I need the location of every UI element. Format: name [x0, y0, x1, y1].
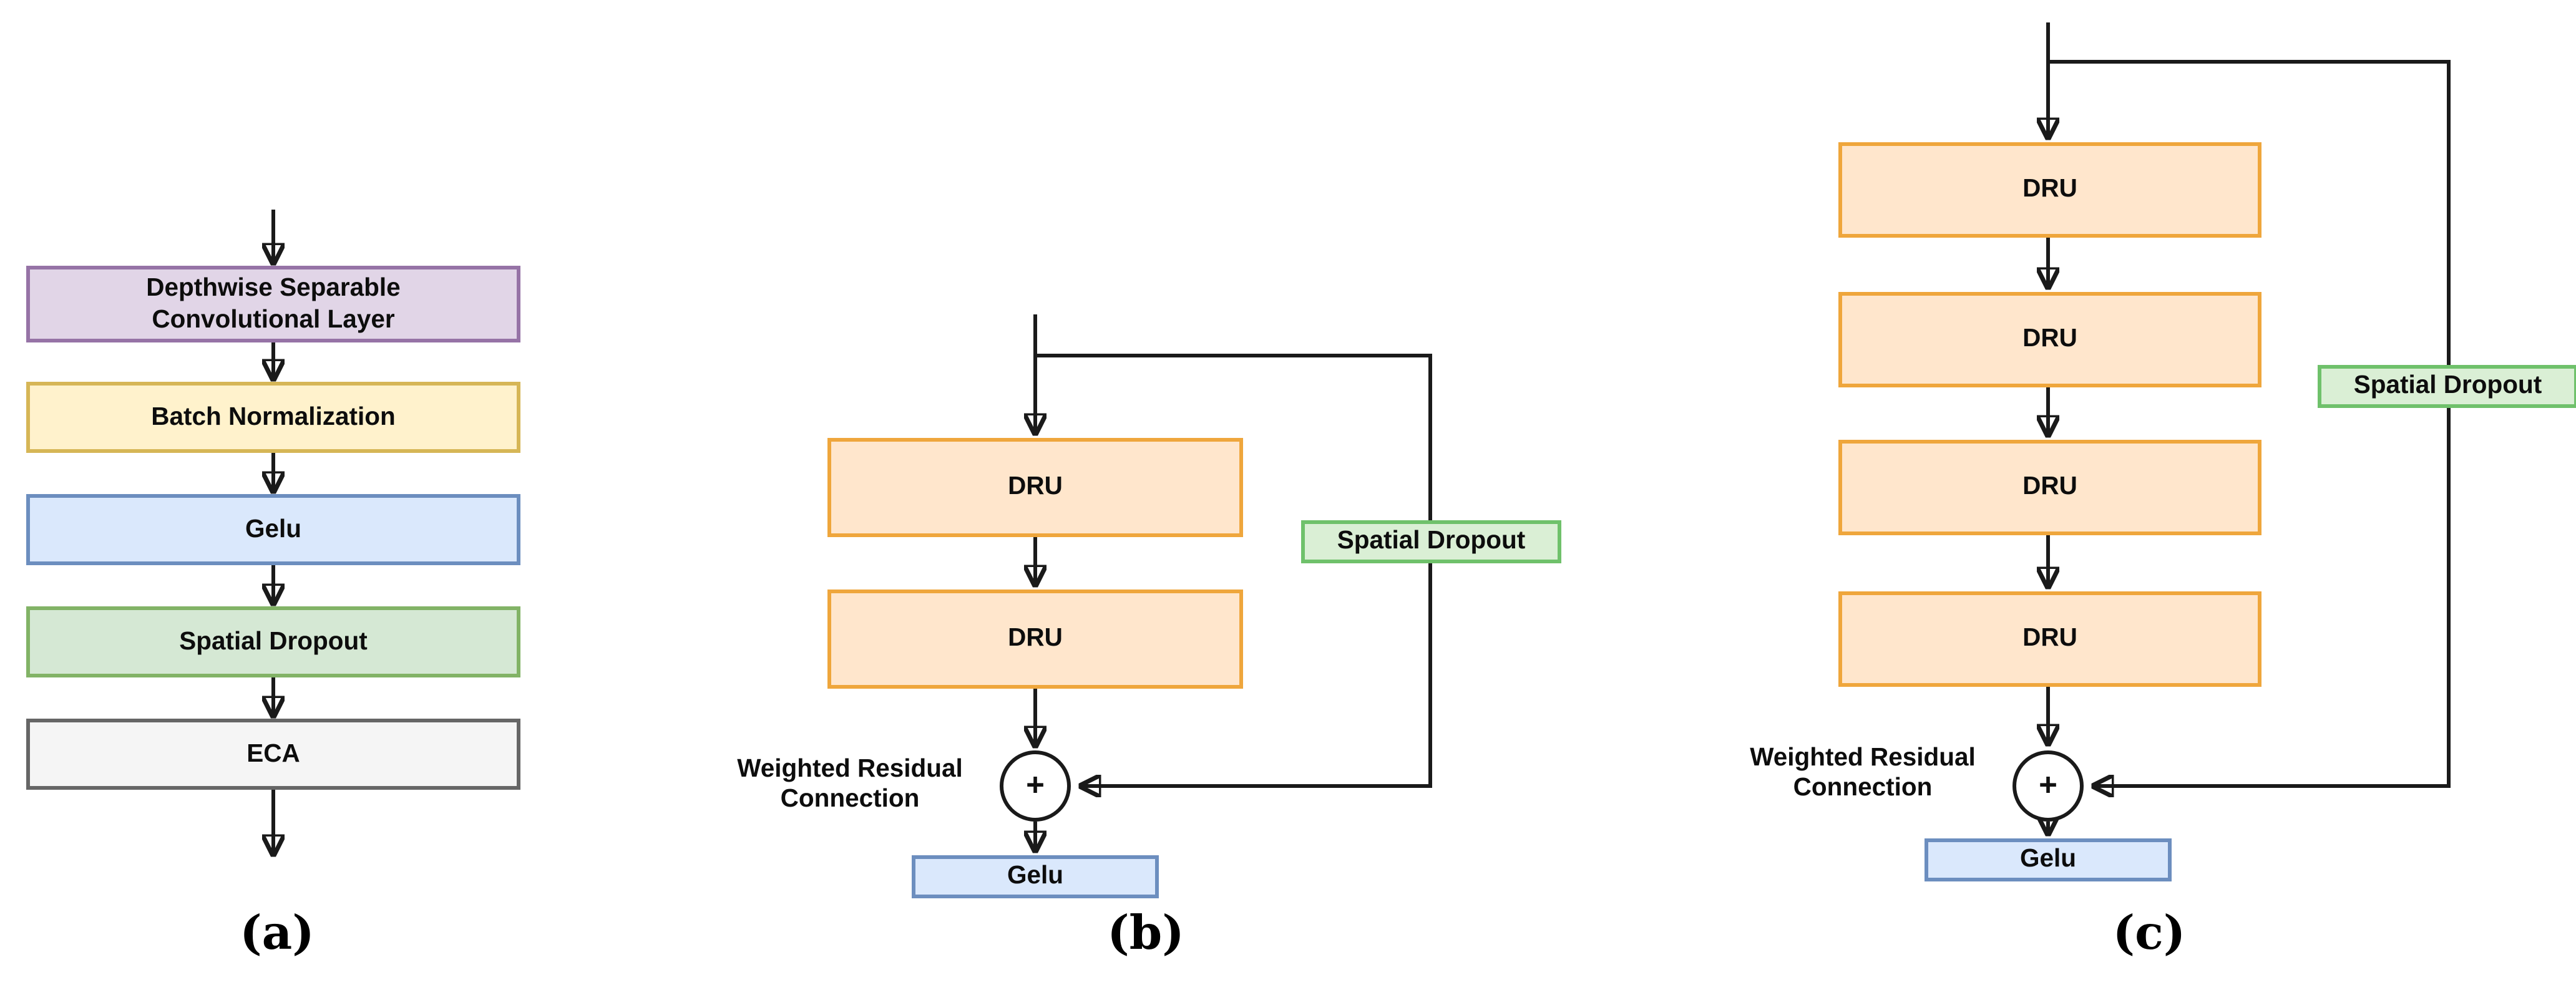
residual-connection-label-c: Weighted Residual Connection	[1713, 743, 2012, 803]
block-dru-c2: DRU	[1838, 292, 2261, 387]
block-label: DRU	[2022, 174, 2077, 203]
block-label: Spatial Dropout	[1337, 526, 1526, 555]
plus-symbol: +	[2039, 767, 2057, 803]
caption-panel-a: (a)	[240, 906, 315, 960]
residual-label-line2: Connection	[780, 784, 920, 812]
block-gelu-a: Gelu	[26, 494, 520, 565]
residual-label-line2: Connection	[1793, 773, 1933, 801]
block-label: Spatial Dropout	[2353, 371, 2542, 399]
block-dru-b1: DRU	[827, 438, 1243, 537]
block-depthwise-separable-conv: Depthwise Separable Convolutional Layer	[26, 266, 520, 342]
block-label: Spatial Dropout	[179, 626, 368, 655]
skip-label-spatial-dropout-b: Spatial Dropout	[1301, 520, 1561, 563]
skip-label-spatial-dropout-c: Spatial Dropout	[2318, 365, 2576, 408]
block-label: DRU	[1008, 472, 1063, 500]
plus-symbol: +	[1026, 767, 1045, 803]
block-label: DRU	[2022, 623, 2077, 652]
block-label: Depthwise Separable Convolutional Layer	[146, 273, 401, 332]
residual-label-line1: Weighted Residual	[737, 754, 963, 782]
block-dru-c3: DRU	[1838, 440, 2261, 535]
block-gelu-b: Gelu	[912, 855, 1159, 898]
caption-panel-c: (c)	[2112, 906, 2186, 960]
sum-node-b: +	[1000, 750, 1071, 822]
block-label: DRU	[2022, 472, 2077, 500]
block-label: DRU	[1008, 623, 1063, 652]
skip-connection-c	[2048, 60, 2451, 786]
block-label: Gelu	[2019, 844, 2076, 873]
residual-label-line1: Weighted Residual	[1750, 743, 1976, 771]
block-dru-b2: DRU	[827, 590, 1243, 689]
sum-node-c: +	[2012, 750, 2084, 822]
block-batch-normalization: Batch Normalization	[26, 382, 520, 453]
residual-connection-label-b: Weighted Residual Connection	[700, 754, 1000, 814]
block-label: Gelu	[245, 514, 301, 543]
caption-panel-b: (b)	[1107, 906, 1184, 960]
block-gelu-c: Gelu	[1925, 838, 2172, 881]
block-label: Gelu	[1007, 861, 1063, 890]
skip-connection-b	[1035, 354, 1432, 786]
block-dru-c1: DRU	[1838, 142, 2261, 238]
block-spatial-dropout-a: Spatial Dropout	[26, 606, 520, 677]
block-label: ECA	[246, 739, 300, 767]
block-dru-c4: DRU	[1838, 591, 2261, 687]
block-label: Batch Normalization	[151, 402, 396, 430]
block-label: DRU	[2022, 324, 2077, 352]
block-eca: ECA	[26, 719, 520, 790]
